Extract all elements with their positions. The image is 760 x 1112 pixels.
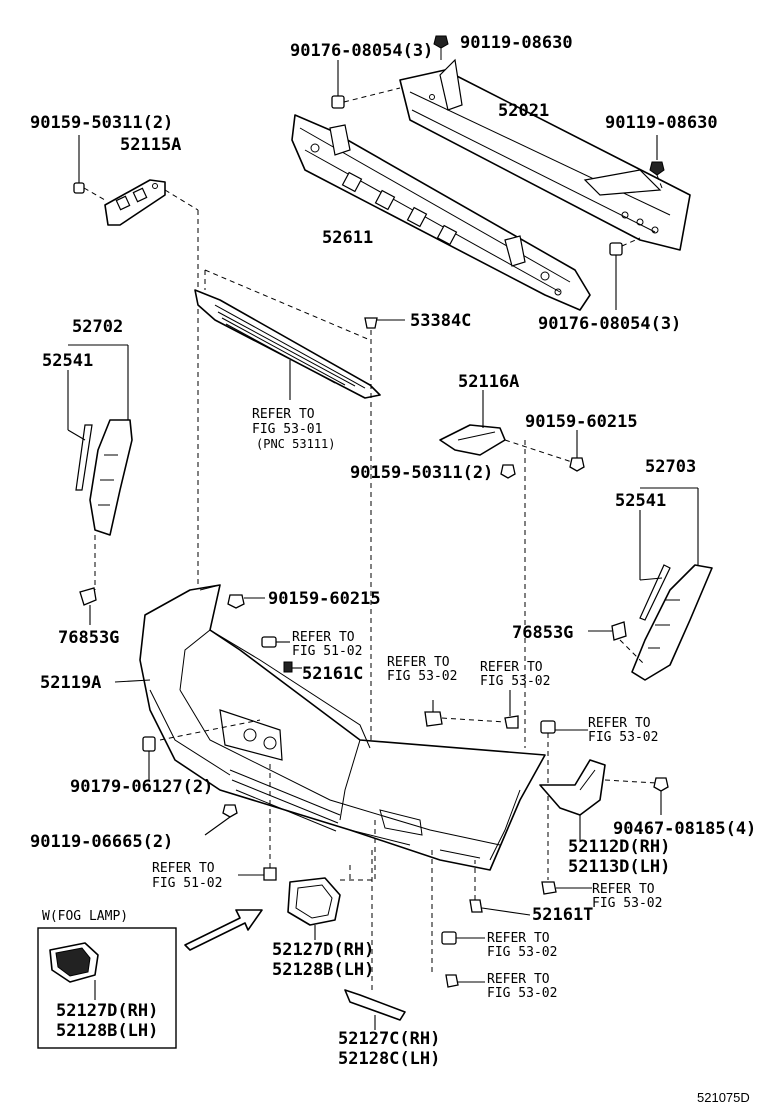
part-labels: 90176-08054(3) 90119-08630 52021 90119-0… <box>30 33 756 1069</box>
inset-label-rh: 52127D(RH) <box>56 1001 158 1021</box>
refer-53-02-c-line1: REFER TO <box>588 716 651 731</box>
label-52113D: 52113D(LH) <box>568 857 670 877</box>
refer-53-02-b-line2: FIG 53-02 <box>480 674 550 689</box>
refer-53-02-e-line2: FIG 53-02 <box>487 945 557 960</box>
refer-53-02-e-line1: REFER TO <box>487 931 550 946</box>
label-52115A: 52115A <box>120 135 181 155</box>
label-52161T: 52161T <box>532 905 593 925</box>
label-52703: 52703 <box>645 457 696 477</box>
label-90179-06127: 90179-06127(2) <box>70 777 213 797</box>
clip-52161T <box>469 860 531 916</box>
clip-52161C <box>283 661 302 673</box>
label-52119A: 52119A <box>40 673 101 693</box>
nut-90159-60215-b <box>227 594 265 609</box>
label-90159-60215-a: 90159-60215 <box>525 412 638 432</box>
refer-grille-line2: FIG 53-01 <box>252 422 322 437</box>
inset-labels: W(FOG LAMP) 52127D(RH) 52128B(LH) <box>42 909 158 1041</box>
label-90176-08054-top: 90176-08054(3) <box>290 41 433 61</box>
label-90119-08630-right: 90119-08630 <box>605 113 718 133</box>
bumper-absorber-52611 <box>291 114 591 311</box>
refer-grille-line3: (PNC 53111) <box>256 437 335 451</box>
label-53384C: 53384C <box>410 311 471 331</box>
label-52127D: 52127D(RH) <box>272 940 374 960</box>
diagram-id: 521075D <box>697 1090 750 1105</box>
fog-lamp-cover <box>287 820 376 940</box>
label-90159-50311-a: 90159-50311(2) <box>30 113 173 133</box>
label-52116A: 52116A <box>458 372 519 392</box>
lower-molding-52127C <box>344 850 406 1030</box>
bumper-reinforcement-52021 <box>399 58 691 251</box>
refer-53-02-d: REFER TO FIG 53-02 <box>592 882 662 911</box>
refer-51-02-a-line1: REFER TO <box>292 630 355 645</box>
refer-53-02-d-line1: REFER TO <box>592 882 655 897</box>
bolt-90119-right <box>649 135 665 189</box>
label-90119-06665: 90119-06665(2) <box>30 832 173 852</box>
bumper-cover-52119A <box>114 584 546 871</box>
refer-53-02-f-line1: REFER TO <box>487 972 550 987</box>
refer-grille-line1: REFER TO <box>252 407 315 422</box>
refer-53-02-b: REFER TO FIG 53-02 <box>480 660 550 689</box>
label-52127C: 52127C(RH) <box>338 1029 440 1049</box>
label-52161C: 52161C <box>302 664 363 684</box>
side-retainer-left-52702 <box>67 344 133 625</box>
bolt-90176-right <box>609 237 641 310</box>
bracket-52116A <box>439 390 585 748</box>
label-52021: 52021 <box>498 101 549 121</box>
label-52541-right: 52541 <box>615 491 666 511</box>
refer-51-02-b-line1: REFER TO <box>152 861 215 876</box>
label-52541-left: 52541 <box>42 351 93 371</box>
label-52128C: 52128C(LH) <box>338 1049 440 1069</box>
clip-53-02-right <box>540 720 588 880</box>
clip-53-02-lower-right <box>541 881 592 895</box>
bracket-52112D <box>539 759 669 840</box>
clip-51-02-b <box>238 760 277 881</box>
grille-reference <box>194 269 381 400</box>
label-90467-08185: 90467-08185(4) <box>613 819 756 839</box>
clip-53-02-lower-b <box>431 850 485 988</box>
bracket-52115A <box>73 135 199 585</box>
side-retainer-right-52703 <box>588 487 713 681</box>
refer-51-02-b-line2: FIG 51-02 <box>152 876 222 891</box>
label-90159-50311-b: 90159-50311(2) <box>350 463 493 483</box>
screw-90119-06665 <box>204 804 238 836</box>
refer-51-02-a-line2: FIG 51-02 <box>292 644 362 659</box>
clip-90179 <box>142 736 156 780</box>
label-90159-60215-b: 90159-60215 <box>268 589 381 609</box>
inset-arrow <box>184 909 263 951</box>
bolt-90119-top <box>433 35 449 60</box>
inset-label-lh: 52128B(LH) <box>56 1021 158 1041</box>
clip-51-02-a <box>261 636 290 648</box>
refer-grille: REFER TO FIG 53-01 (PNC 53111) <box>252 407 335 451</box>
refer-53-02-f: REFER TO FIG 53-02 <box>487 972 557 1001</box>
clip-53-02-lower-a <box>441 931 485 945</box>
label-52702: 52702 <box>72 317 123 337</box>
inset-title: W(FOG LAMP) <box>42 909 128 924</box>
refer-53-02-a-line2: FIG 53-02 <box>387 669 457 684</box>
fog-lamp-inset <box>37 927 177 1049</box>
refer-53-02-d-line2: FIG 53-02 <box>592 896 662 911</box>
label-52112D: 52112D(RH) <box>568 837 670 857</box>
refer-53-02-a: REFER TO FIG 53-02 <box>387 655 457 684</box>
refer-53-02-a-line1: REFER TO <box>387 655 450 670</box>
label-52611: 52611 <box>322 228 373 248</box>
label-76853G-left: 76853G <box>58 628 119 648</box>
clip-53-02-center <box>424 690 519 729</box>
refer-51-02-b: REFER TO FIG 51-02 <box>152 861 222 891</box>
label-52128B: 52128B(LH) <box>272 960 374 980</box>
refer-notes: REFER TO FIG 53-01 (PNC 53111) REFER TO … <box>152 407 662 1001</box>
clip-53384C <box>364 317 405 740</box>
refer-51-02-a: REFER TO FIG 51-02 <box>292 630 362 659</box>
refer-53-02-c-line2: FIG 53-02 <box>588 730 658 745</box>
label-90119-08630-top: 90119-08630 <box>460 33 573 53</box>
refer-53-02-e: REFER TO FIG 53-02 <box>487 931 557 960</box>
refer-53-02-f-line2: FIG 53-02 <box>487 986 557 1001</box>
label-90176-08054-right: 90176-08054(3) <box>538 314 681 334</box>
label-76853G-right: 76853G <box>512 623 573 643</box>
refer-53-02-c: REFER TO FIG 53-02 <box>588 716 658 745</box>
refer-53-02-b-line1: REFER TO <box>480 660 543 675</box>
bolt-90176-top <box>331 60 401 109</box>
